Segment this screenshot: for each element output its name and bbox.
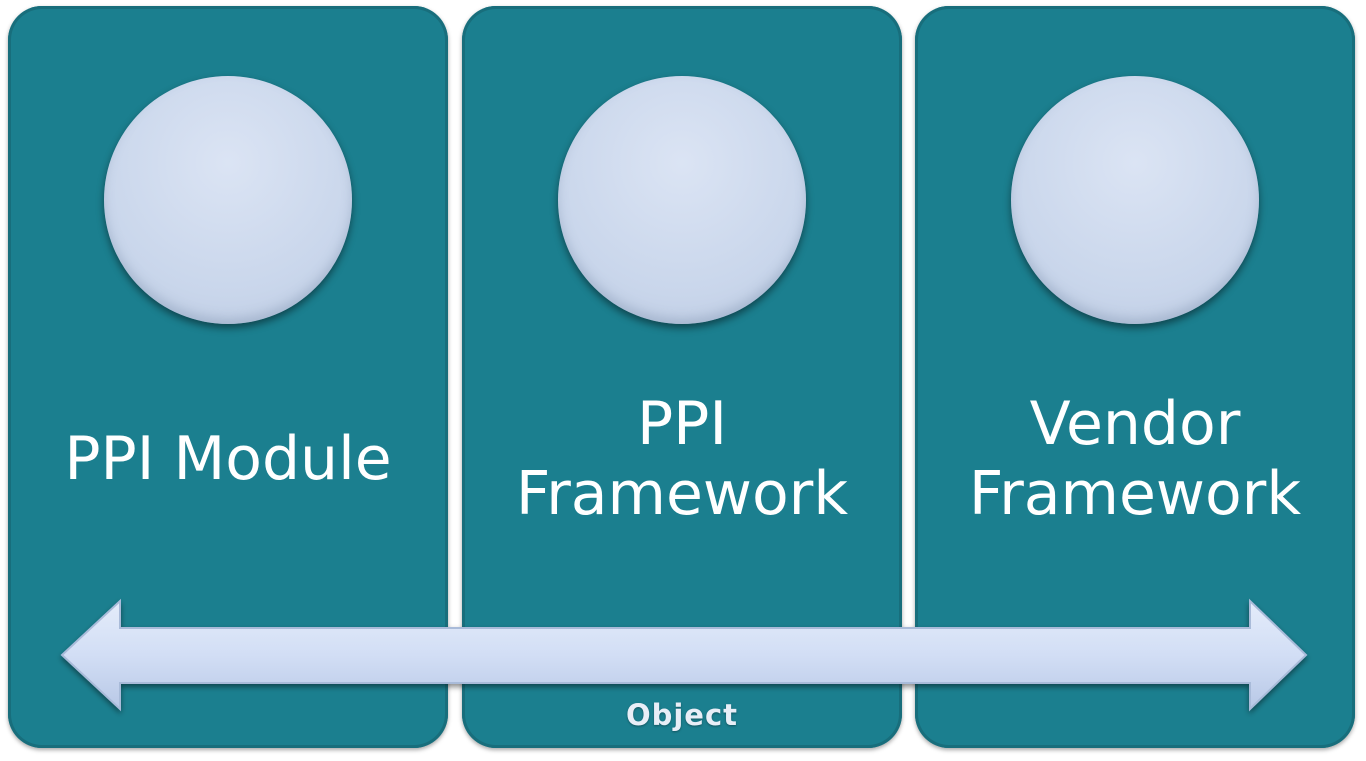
panel-vendor-framework: Vendor Framework xyxy=(915,6,1355,748)
circle-node xyxy=(1011,76,1259,324)
panel-label: PPI Module xyxy=(64,424,392,494)
panel-label: Vendor Framework xyxy=(968,389,1302,529)
circle-node xyxy=(104,76,352,324)
panel-ppi-module: PPI Module xyxy=(8,6,448,748)
arrow-label: Object xyxy=(625,698,739,732)
panel-label: PPI Framework xyxy=(515,389,849,529)
circle-node xyxy=(558,76,806,324)
panel-ppi-framework: PPI Framework xyxy=(462,6,902,748)
